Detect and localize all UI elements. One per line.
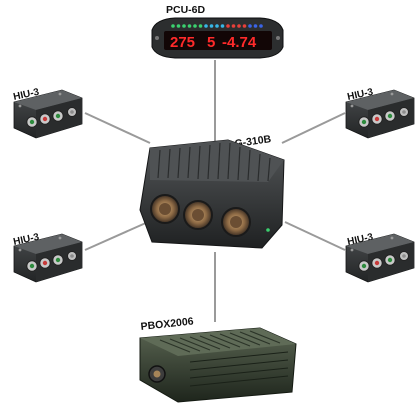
pcu-6d-device[interactable]: PCU-6D 275 5 -4.74 — [151, 4, 284, 59]
tag-connector-1-core — [159, 203, 171, 215]
pbox2006-device[interactable]: PBOX2006 — [139, 315, 297, 403]
tag-top-face — [150, 140, 284, 182]
pcu-display-left: 275 — [170, 34, 195, 51]
connection-lines — [84, 60, 346, 322]
tag-connector-3-core — [230, 216, 242, 228]
tag-heatsink-fins — [157, 142, 271, 182]
link-hiu-top-left-tag — [84, 112, 151, 144]
pcu-screen — [164, 31, 272, 50]
link-hiu-top-right-tag — [281, 112, 346, 144]
tag-310b-device[interactable]: TAG-310B — [139, 133, 285, 249]
pcu-display-mid: 5 — [207, 34, 215, 51]
hiu-3-top-right-device[interactable]: HIU-3 — [345, 87, 415, 139]
tag-status-led — [266, 228, 270, 232]
pbox-side-fins — [189, 351, 289, 387]
pcu-mount-left — [155, 36, 159, 40]
hiu-3-bottom-right-device[interactable]: HIU-3 — [345, 232, 415, 283]
pcu-led-bar — [171, 24, 263, 28]
pbox-heatsink-fins — [159, 330, 281, 353]
pcu-mount-right — [276, 36, 280, 40]
hiu-3-top-left-device[interactable]: HIU-3 — [12, 87, 83, 139]
pbox-top-face — [140, 328, 296, 356]
pbox-label: PBOX2006 — [140, 315, 194, 333]
link-hiu-bottom-right-tag — [284, 221, 346, 251]
pcu-label: PCU-6D — [166, 4, 206, 16]
link-hiu-bottom-left-tag — [84, 221, 149, 251]
pcu-display-right: -4.74 — [222, 34, 257, 51]
hiu-3-bottom-left-device[interactable]: HIU-3 — [12, 232, 83, 283]
pbox-connector-core — [153, 370, 161, 378]
tag-connector-2-core — [192, 209, 204, 221]
